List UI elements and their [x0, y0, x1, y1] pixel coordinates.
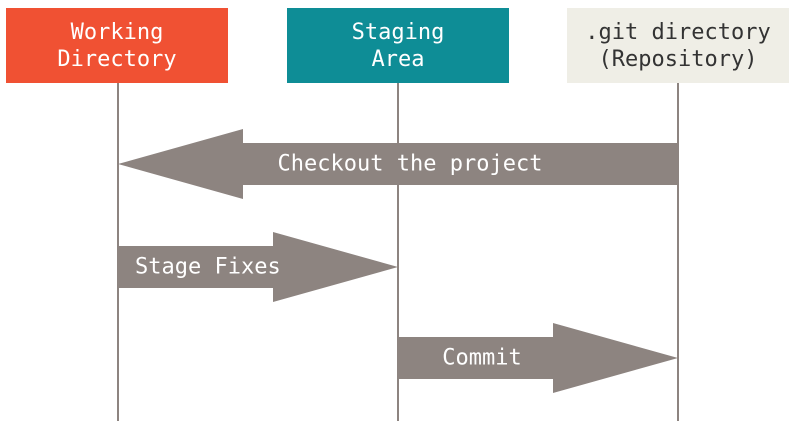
working-directory-label-line-2: Directory: [57, 46, 177, 72]
working-directory-box: Working Directory: [6, 8, 228, 83]
arrow-1: [118, 129, 678, 199]
git-directory-label-line-1: .git directory: [585, 19, 771, 45]
arrow-1-label: Checkout the project: [278, 152, 543, 177]
git-directory-label-line-2: (Repository): [598, 46, 758, 72]
arrow-3-label: Commit: [442, 346, 521, 371]
staging-area-box: Staging Area: [287, 8, 509, 83]
arrow-2-label: Stage Fixes: [135, 255, 281, 280]
arrow-2: [118, 232, 398, 302]
staging-area-label-line-2: Area: [371, 46, 425, 72]
working-directory-label-line-1: Working: [70, 19, 164, 45]
arrow-3: [398, 323, 678, 393]
staging-area-label-line-1: Staging: [351, 19, 445, 45]
git-directory-box: .git directory (Repository): [567, 8, 789, 83]
